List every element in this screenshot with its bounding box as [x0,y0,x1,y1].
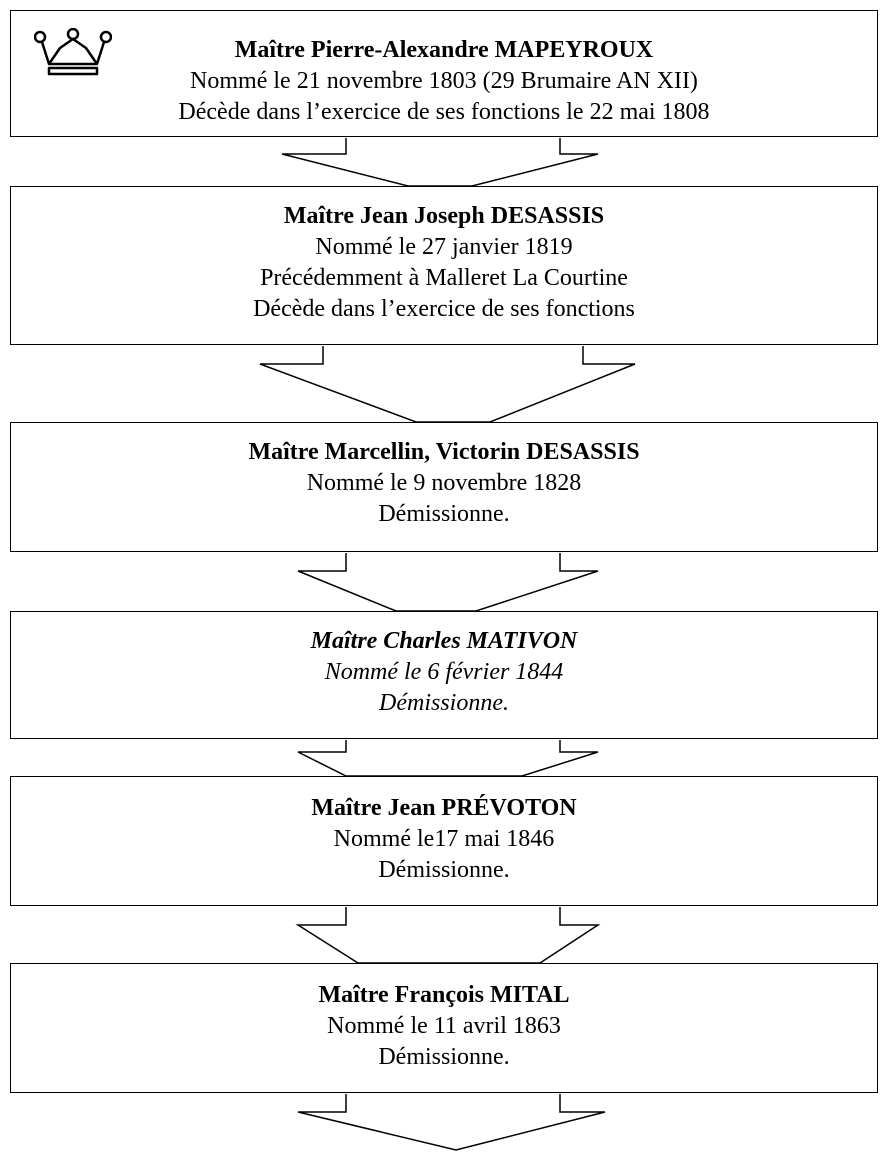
notary-appointment: Nommé le 27 janvier 1819 [315,234,573,260]
flow-arrow-4 [297,740,599,777]
notary-end: Démissionne. [378,501,510,527]
notary-appointment: Nommé le 9 novembre 1828 [306,470,582,496]
notary-appointment: Nommé le17 mai 1846 [333,826,555,852]
notary-name: Maître Jean Joseph DESASSIS [283,203,605,229]
notary-end: Démissionne. [378,1044,510,1070]
notary-end: Décède dans l’exercice de ses fonctions … [178,99,710,125]
flow-arrow-5 [295,907,601,964]
notary-box-3: Maître Marcellin, Victorin DESASSIS Nomm… [10,422,878,552]
notary-box-1: Maître Pierre-Alexandre MAPEYROUX Nommé … [10,10,878,137]
notary-end: Démissionne. [378,857,510,883]
notary-name: Maître Charles MATIVON [310,628,578,654]
crown-icon [34,28,112,76]
notary-end: Décède dans l’exercice de ses fonctions [253,296,635,322]
notary-previous-office: Précédemment à Malleret La Courtine [260,265,628,291]
flow-arrow-1 [281,138,599,187]
notary-box-6: Maître François MITAL Nommé le 11 avril … [10,963,878,1093]
notary-appointment: Nommé le 11 avril 1863 [327,1013,561,1039]
flow-arrow-6 [297,1094,606,1151]
notary-end: Démissionne. [379,690,509,716]
notary-name: Maître Jean PRÉVOTON [311,795,577,821]
notary-appointment: Nommé le 6 février 1844 [324,659,564,685]
flow-arrow-2 [259,346,636,423]
notary-box-2: Maître Jean Joseph DESASSIS Nommé le 27 … [10,186,878,345]
flow-arrow-3 [297,553,599,612]
notary-box-5: Maître Jean PRÉVOTON Nommé le17 mai 1846… [10,776,878,906]
notary-name: Maître Pierre-Alexandre MAPEYROUX [234,37,654,63]
notary-name: Maître François MITAL [318,982,570,1008]
notary-box-4: Maître Charles MATIVON Nommé le 6 févrie… [10,611,878,739]
notary-name: Maître Marcellin, Victorin DESASSIS [248,439,640,465]
notary-appointment: Nommé le 21 novembre 1803 (29 Brumaire A… [190,68,698,94]
